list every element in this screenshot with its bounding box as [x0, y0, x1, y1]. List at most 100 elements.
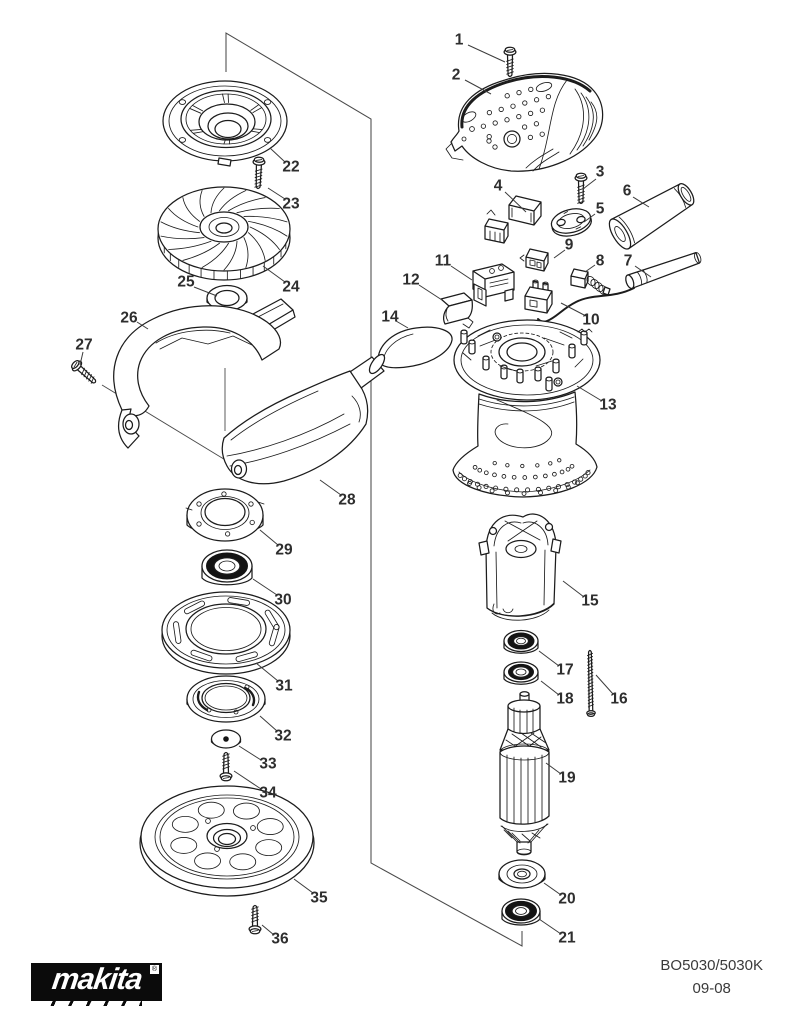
- diagram-date: 09-08: [692, 980, 731, 998]
- leader-line-11: [450, 265, 473, 281]
- part-label-29: 29: [275, 542, 293, 559]
- part-14-dust-seal-sheet: [377, 326, 453, 369]
- part-label-12: 12: [402, 272, 419, 289]
- part-label-20: 20: [558, 891, 575, 908]
- part-label-8: 8: [596, 253, 605, 270]
- part-label-10: 10: [582, 312, 599, 329]
- part-label-31: 31: [275, 678, 293, 695]
- leader-line-8: [584, 264, 596, 273]
- leader-line-19: [545, 762, 562, 775]
- part-label-24: 24: [282, 279, 300, 296]
- leader-line-26: [136, 321, 149, 330]
- model-block: BO5030/5030K 09-08: [660, 954, 763, 1001]
- part-label-27: 27: [75, 337, 92, 354]
- part-labels: 1234567891011121314151617181920212223242…: [75, 32, 652, 948]
- part-3-screw: [574, 172, 588, 205]
- leader-line-33: [238, 745, 262, 761]
- leader-line-6: [632, 196, 650, 208]
- leader-line-27: [79, 351, 84, 366]
- part-18-ball-bearing: [503, 661, 539, 685]
- part-27-screw: [71, 359, 97, 384]
- leader-line-9: [553, 249, 566, 259]
- part-4-connector-block: [484, 195, 542, 244]
- part-label-7: 7: [624, 253, 633, 270]
- part-7-power-cord: [537, 251, 702, 323]
- part-24-fan: [157, 186, 291, 281]
- housing-ribs-and-posts: [460, 329, 588, 392]
- part-36-screw: [248, 904, 262, 935]
- part-5-cord-clamp: [550, 208, 592, 237]
- part-label-36: 36: [271, 931, 289, 948]
- part-22-bearing-retainer: [162, 80, 288, 167]
- part-6-grip: [608, 183, 695, 250]
- part-label-11: 11: [435, 253, 452, 270]
- part-label-2: 2: [452, 67, 461, 84]
- leader-line-4: [504, 191, 527, 213]
- part-17-ball-bearing: [503, 629, 539, 654]
- leader-line-15: [562, 580, 585, 598]
- makita-logo-descenders: [40, 1000, 142, 1006]
- registered-mark-icon: ®: [150, 965, 159, 974]
- part-label-5: 5: [596, 201, 605, 218]
- leader-line-3: [582, 178, 597, 190]
- part-2-perforated-cover: [445, 72, 604, 172]
- housing-vent-holes: [457, 458, 591, 496]
- leader-line-21: [538, 918, 562, 935]
- leader-line-18: [540, 680, 560, 696]
- assembly-divider-line: [225, 32, 523, 947]
- part-label-32: 32: [274, 728, 291, 745]
- part-32-ring: [186, 675, 266, 723]
- part-28-dust-skirt-lower: [221, 353, 386, 485]
- leader-line-5: [583, 213, 596, 223]
- part-34-screw: [219, 751, 233, 782]
- leader-line-2: [464, 79, 492, 95]
- makita-logo: makita ®: [31, 962, 162, 1006]
- leader-line-23: [267, 187, 286, 200]
- part-10-terminal-block: [524, 279, 553, 314]
- part-19-armature: [499, 691, 550, 856]
- leader-line-29: [259, 529, 279, 546]
- part-label-21: 21: [558, 930, 576, 947]
- part-26-dust-skirt-upper: [113, 298, 296, 449]
- leader-line-13: [576, 385, 603, 402]
- leader-line-1: [467, 44, 506, 63]
- leader-line-22: [269, 147, 286, 163]
- screws: [71, 46, 596, 935]
- part-label-23: 23: [282, 196, 300, 213]
- model-number: BO5030/5030K: [660, 957, 763, 974]
- part-35-sanding-pad: [139, 785, 315, 897]
- retainer-holes: [178, 99, 272, 143]
- part-label-30: 30: [274, 592, 291, 609]
- part-label-19: 19: [558, 770, 576, 787]
- part-13-motor-housing: [452, 319, 601, 498]
- part-label-15: 15: [581, 593, 599, 610]
- part-label-1: 1: [455, 32, 464, 49]
- part-label-33: 33: [259, 756, 277, 773]
- leader-line-12: [418, 284, 443, 301]
- part-15-field-stator: [478, 513, 562, 621]
- leader-line-36: [261, 924, 275, 936]
- part-label-25: 25: [177, 274, 195, 291]
- part-label-6: 6: [623, 183, 632, 200]
- leader-line-30: [252, 578, 278, 596]
- vent-holes: [480, 86, 552, 150]
- leader-line-10: [560, 302, 587, 317]
- leader-line-16: [595, 674, 614, 695]
- part-20-washer: [498, 859, 546, 889]
- part-label-17: 17: [556, 662, 573, 679]
- leader-line-14: [395, 320, 409, 329]
- part-21-ball-bearing: [501, 898, 541, 926]
- part-25-ring: [206, 284, 248, 312]
- part-label-26: 26: [120, 310, 138, 327]
- makita-logo-text: makita: [50, 962, 144, 996]
- leader-line-7: [634, 265, 652, 278]
- part-label-4: 4: [494, 178, 503, 195]
- leader-line-35: [293, 878, 314, 894]
- leader-line-20: [543, 882, 562, 896]
- part-label-22: 22: [282, 159, 299, 176]
- seal-plate-slots: [172, 597, 280, 663]
- leader-line-31: [255, 662, 279, 682]
- leader-line-28: [319, 479, 342, 496]
- part-30-ball-bearing: [201, 549, 253, 586]
